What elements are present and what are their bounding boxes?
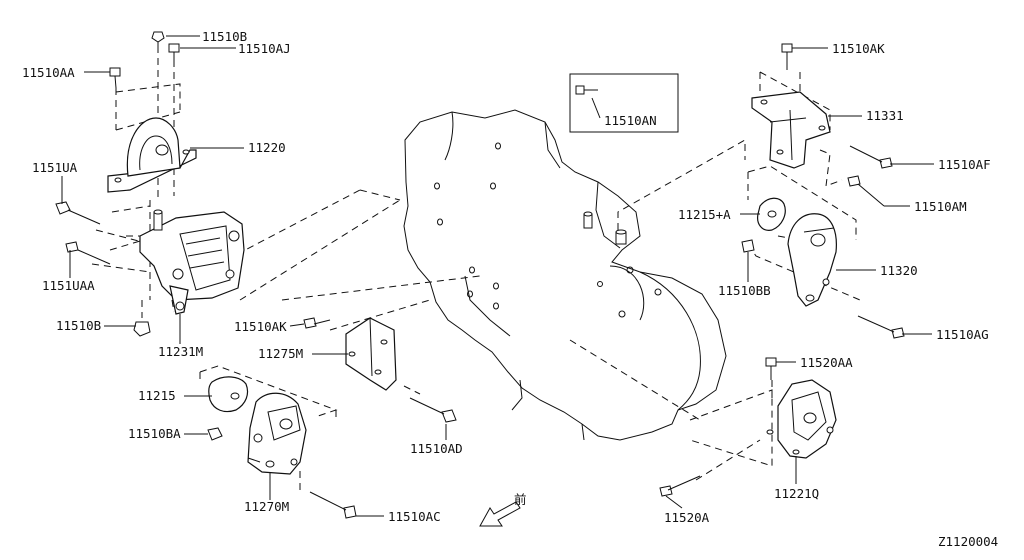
label-11215[interactable]: 11215 (138, 388, 176, 403)
label-11510AK-right[interactable]: 11510AK (832, 41, 885, 56)
label-11510AF[interactable]: 11510AF (938, 157, 991, 172)
label-11221Q[interactable]: 11221Q (774, 486, 819, 501)
label-11320[interactable]: 11320 (880, 263, 918, 278)
mount-11221Q (766, 379, 837, 459)
label-11510BB[interactable]: 11510BB (718, 283, 771, 298)
mount-11320 (757, 197, 837, 307)
label-11510AM[interactable]: 11510AM (914, 199, 967, 214)
label-11331[interactable]: 11331 (866, 108, 904, 123)
label-1151UAA[interactable]: 1151UAA (42, 278, 95, 293)
label-11510B-top[interactable]: 11510B (202, 29, 247, 44)
mount-11270M (208, 376, 307, 475)
label-11510AJ[interactable]: 11510AJ (238, 41, 291, 56)
engine-block (403, 109, 727, 441)
label-11510BA[interactable]: 11510BA (128, 426, 181, 441)
bracket-11231M (139, 209, 245, 315)
label-1151UA[interactable]: 1151UA (32, 160, 78, 175)
label-11231M[interactable]: 11231M (158, 344, 203, 359)
assembly-lines (91, 46, 861, 490)
label-11270M[interactable]: 11270M (244, 499, 289, 514)
bracket-11331 (751, 91, 831, 169)
label-11510B-bottom[interactable]: 11510B (56, 318, 101, 333)
label-11520A[interactable]: 11520A (664, 510, 710, 525)
label-11220[interactable]: 11220 (248, 140, 286, 155)
detail-box-11510AN (569, 73, 679, 133)
label-11510AN[interactable]: 11510AN (604, 113, 657, 128)
label-11510AD[interactable]: 11510AD (410, 441, 463, 456)
part-labels: 11510B 11510AJ 11510AA 11220 1151UA 1151… (22, 29, 991, 525)
label-11510AA[interactable]: 11510AA (22, 65, 75, 80)
label-11510AG[interactable]: 11510AG (936, 327, 989, 342)
diagram-id: Z1120004 (938, 534, 998, 549)
label-11520AA[interactable]: 11520AA (800, 355, 853, 370)
label-11215A[interactable]: 11215+A (678, 207, 731, 222)
fasteners (55, 31, 905, 519)
bracket-11275M (345, 317, 397, 391)
label-11275M[interactable]: 11275M (258, 346, 303, 361)
leader-lines (61, 35, 934, 517)
front-direction-arrow-icon (479, 501, 521, 527)
label-11510AC[interactable]: 11510AC (388, 509, 441, 524)
label-11510AK-left[interactable]: 11510AK (234, 319, 287, 334)
mount-11220 (107, 117, 197, 193)
front-marker-label: 前 (514, 492, 527, 507)
